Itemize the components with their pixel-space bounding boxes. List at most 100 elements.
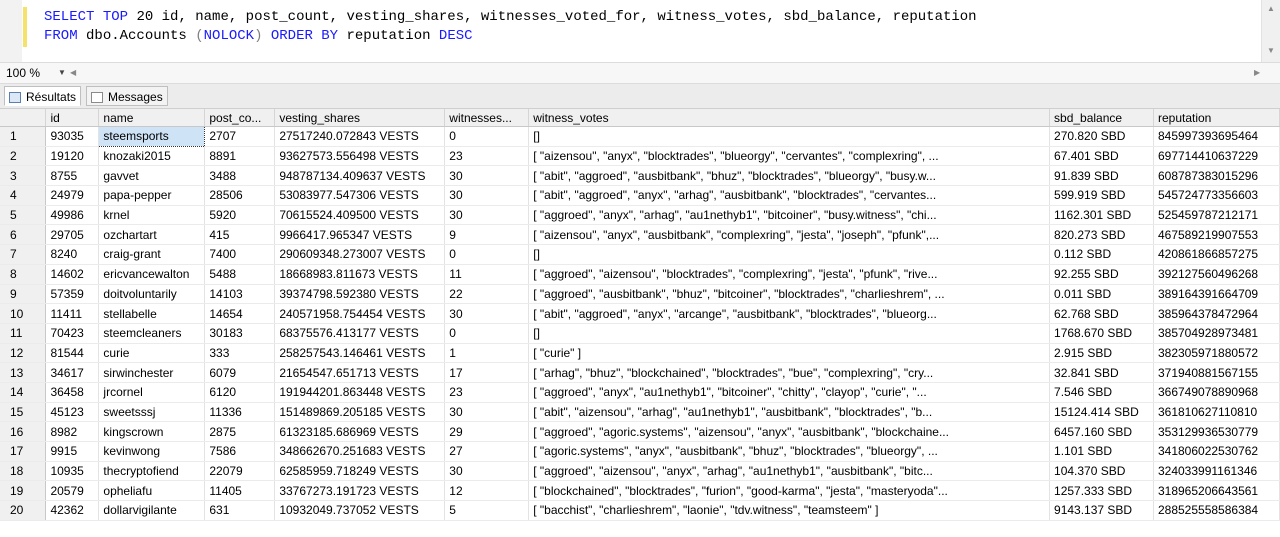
cell-witnesses-voted-for[interactable]: 0 [444,126,530,147]
cell-sbd-balance[interactable]: 1162.301 SBD [1049,205,1154,226]
cell-id[interactable]: 14602 [45,264,100,285]
cell-id[interactable]: 81544 [45,343,100,364]
row-number[interactable]: 20 [0,500,47,521]
editor-vertical-scrollbar[interactable]: ▲ ▼ [1261,0,1280,62]
cell-vesting-shares[interactable]: 61323185.686969 VESTS [274,421,446,442]
col-header-witness-votes[interactable]: witness_votes [528,109,1051,127]
cell-witnesses-voted-for[interactable]: 9 [444,224,530,246]
cell-witness-votes[interactable]: [ "aggroed", "aizensou", "anyx", "arhag"… [528,461,1051,482]
cell-vesting-shares[interactable]: 258257543.146461 VESTS [274,343,446,364]
row-number[interactable]: 12 [0,343,47,364]
cell-witnesses-voted-for[interactable]: 30 [444,402,530,423]
sql-query-text[interactable]: SELECT TOP 20 id, name, post_count, vest… [44,8,977,46]
cell-id[interactable]: 70423 [45,323,100,344]
cell-witnesses-voted-for[interactable]: 29 [444,421,530,442]
cell-reputation[interactable]: 382305971880572 [1153,343,1280,364]
row-number[interactable]: 17 [0,441,47,462]
cell-reputation[interactable]: 361810627110810 [1153,402,1280,423]
cell-reputation[interactable]: 318965206643561 [1153,480,1280,502]
cell-vesting-shares[interactable]: 93627573.556498 VESTS [274,146,446,167]
cell-witnesses-voted-for[interactable]: 0 [444,323,530,344]
col-header-sbd-balance[interactable]: sbd_balance [1049,109,1154,127]
cell-id[interactable]: 36458 [45,382,100,403]
cell-witness-votes[interactable]: [ "bacchist", "charlieshrem", "laonie", … [528,500,1051,521]
cell-post-count[interactable]: 7586 [204,441,276,462]
cell-witness-votes[interactable]: [ "blockchained", "blocktrades", "furion… [528,480,1051,502]
row-number[interactable]: 13 [0,362,47,383]
cell-witness-votes[interactable]: [ "aggroed", "agoric.systems", "aizensou… [528,421,1051,442]
cell-id[interactable]: 8755 [45,165,100,187]
cell-id[interactable]: 45123 [45,402,100,423]
cell-vesting-shares[interactable]: 21654547.651713 VESTS [274,362,446,383]
row-number[interactable]: 19 [0,480,47,502]
cell-id[interactable]: 20579 [45,480,100,502]
cell-post-count[interactable]: 8891 [204,146,276,167]
cell-name[interactable]: craig-grant [98,244,206,265]
cell-witnesses-voted-for[interactable]: 30 [444,185,530,206]
corner-cell[interactable] [0,109,47,127]
scroll-right-icon[interactable]: ▶ [1254,68,1261,77]
row-number[interactable]: 11 [0,323,47,344]
cell-post-count[interactable]: 28506 [204,185,276,206]
cell-vesting-shares[interactable]: 151489869.205185 VESTS [274,402,446,423]
cell-reputation[interactable]: 353129936530779 [1153,421,1280,442]
cell-sbd-balance[interactable]: 6457.160 SBD [1049,421,1154,442]
cell-sbd-balance[interactable]: 1.101 SBD [1049,441,1154,462]
cell-id[interactable]: 19120 [45,146,100,167]
cell-post-count[interactable]: 631 [204,500,276,521]
cell-sbd-balance[interactable]: 270.820 SBD [1049,126,1154,147]
cell-name[interactable]: sirwinchester [98,362,206,383]
cell-name[interactable]: jrcornel [98,382,206,403]
cell-name[interactable]: papa-pepper [98,185,206,206]
cell-reputation[interactable]: 341806022530762 [1153,441,1280,462]
cell-witness-votes[interactable]: [ "abit", "aggroed", "anyx", "arhag", "a… [528,185,1051,206]
cell-post-count[interactable]: 11336 [204,402,276,423]
row-number[interactable]: 14 [0,382,47,403]
cell-witness-votes[interactable]: [ "aizensou", "anyx", "ausbitbank", "com… [528,224,1051,246]
cell-post-count[interactable]: 6120 [204,382,276,403]
col-header-vesting-shares[interactable]: vesting_shares [274,109,446,127]
cell-vesting-shares[interactable]: 948787134.409637 VESTS [274,165,446,187]
row-number[interactable]: 7 [0,244,47,265]
cell-witnesses-voted-for[interactable]: 22 [444,284,530,305]
row-number[interactable]: 6 [0,224,47,246]
cell-post-count[interactable]: 2875 [204,421,276,442]
cell-reputation[interactable]: 385964378472964 [1153,303,1280,324]
row-number[interactable]: 18 [0,461,47,482]
cell-sbd-balance[interactable]: 2.915 SBD [1049,343,1154,364]
cell-reputation[interactable]: 371940881567155 [1153,362,1280,383]
cell-name[interactable]: doitvoluntarily [98,284,206,305]
cell-name[interactable]: steemsports [98,126,206,147]
cell-id[interactable]: 93035 [45,126,100,147]
cell-witness-votes[interactable]: [ "aggroed", "aizensou", "blocktrades", … [528,264,1051,285]
cell-name[interactable]: krnel [98,205,206,226]
row-number[interactable]: 3 [0,165,47,187]
cell-witness-votes[interactable]: [] [528,244,1051,265]
cell-sbd-balance[interactable]: 9143.137 SBD [1049,500,1154,521]
cell-witness-votes[interactable]: [ "abit", "aggroed", "ausbitbank", "bhuz… [528,165,1051,187]
cell-reputation[interactable]: 324033991161346 [1153,461,1280,482]
cell-name[interactable]: kevinwong [98,441,206,462]
cell-post-count[interactable]: 30183 [204,323,276,344]
cell-post-count[interactable]: 415 [204,224,276,246]
col-header-id[interactable]: id [45,109,100,127]
zoom-level[interactable]: 100 % [6,66,41,80]
cell-sbd-balance[interactable]: 599.919 SBD [1049,185,1154,206]
row-number[interactable]: 9 [0,284,47,305]
cell-post-count[interactable]: 6079 [204,362,276,383]
zoom-dropdown-icon[interactable]: ▼ [58,68,66,77]
cell-name[interactable]: sweetsssj [98,402,206,423]
cell-sbd-balance[interactable]: 0.112 SBD [1049,244,1154,265]
cell-id[interactable]: 9915 [45,441,100,462]
cell-sbd-balance[interactable]: 104.370 SBD [1049,461,1154,482]
cell-id[interactable]: 29705 [45,224,100,246]
cell-witness-votes[interactable]: [ "arhag", "bhuz", "blockchained", "bloc… [528,362,1051,383]
cell-reputation[interactable]: 392127560496268 [1153,264,1280,285]
